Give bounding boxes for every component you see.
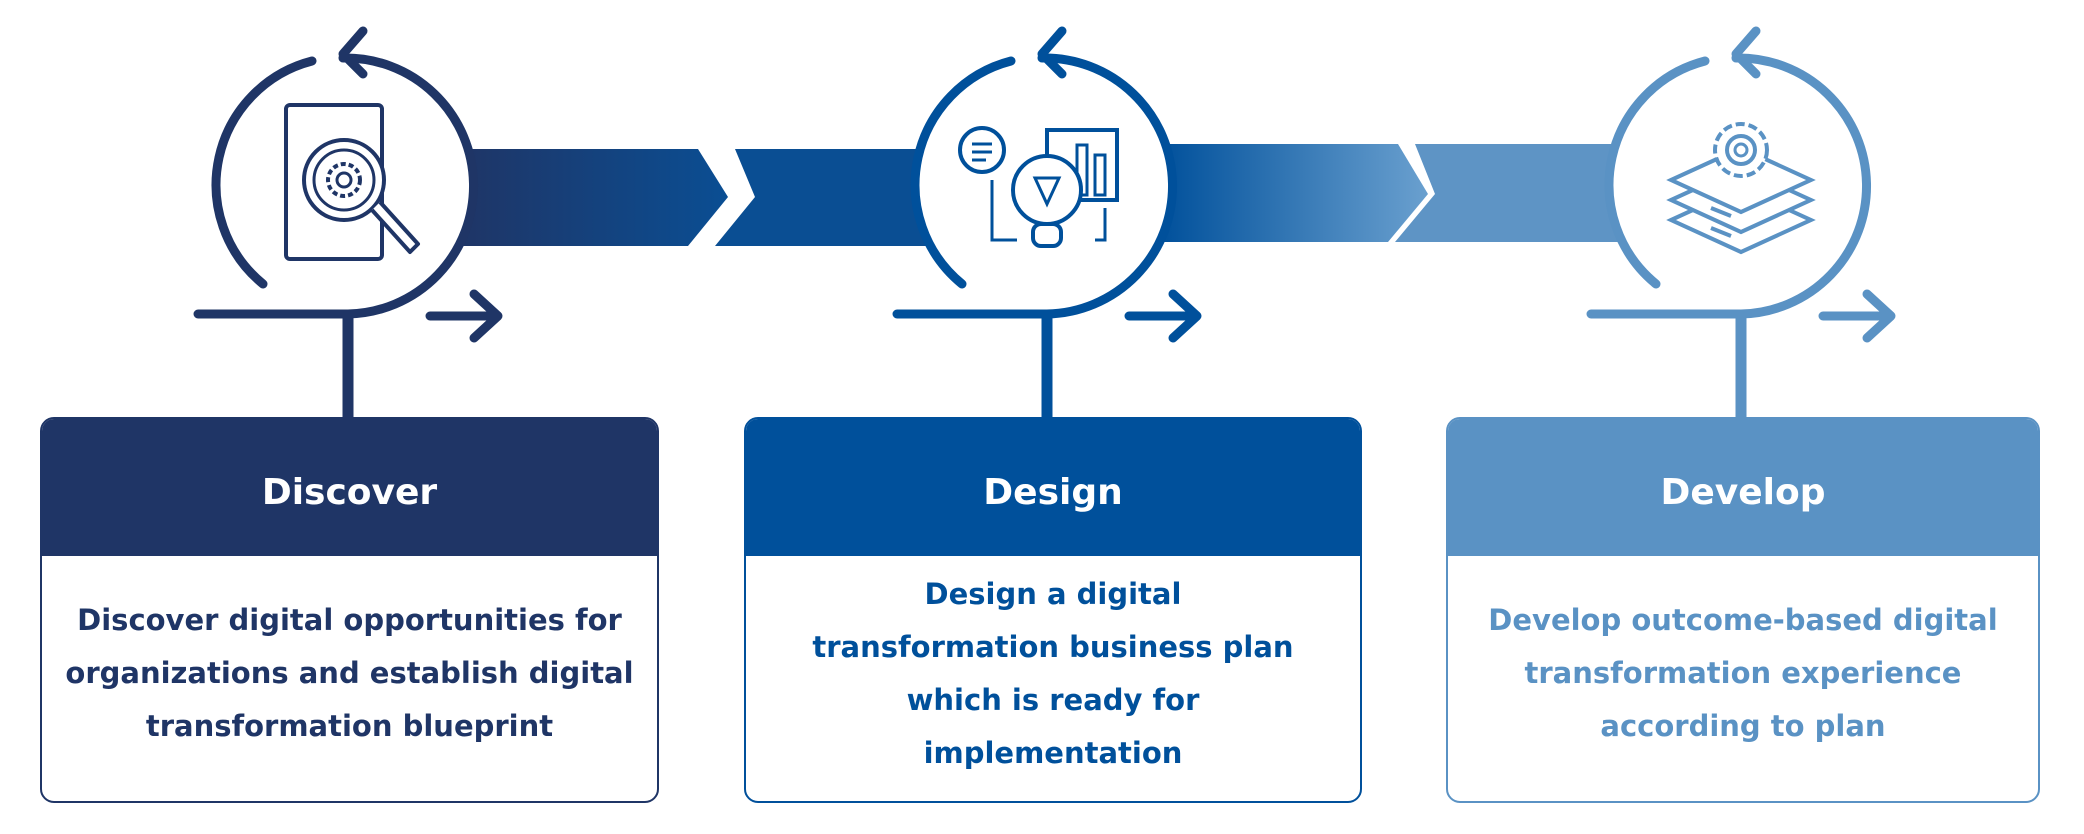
cycle-arc-right (892, 53, 1178, 319)
cycle-arc-left (1604, 56, 1710, 289)
arrow-left-icon (1731, 26, 1761, 79)
stage-title: Design (746, 419, 1360, 556)
arrow-right-icon (1818, 289, 1896, 343)
document-search-gear-icon (284, 103, 420, 261)
arrow-right-icon (1124, 289, 1202, 343)
stage-card-develop: Develop Develop outcome-based digital tr… (1446, 417, 2040, 803)
cycle-develop (1586, 26, 1896, 420)
cycle-arc-right (1586, 53, 1872, 319)
arrow-left-icon (338, 26, 368, 79)
idea-bulb-chart-icon (958, 126, 1119, 248)
cycle-discover (193, 26, 503, 420)
stage-description: Develop outcome-based digital transforma… (1488, 603, 1998, 743)
connector-band-2 (1160, 144, 1640, 242)
connector-band-1 (460, 149, 960, 246)
cycle-arc-right (193, 53, 479, 319)
cycle-arc-left (910, 56, 1016, 289)
cycle-arc-left (211, 56, 317, 289)
stage-description: Design a digital transformation business… (812, 576, 1294, 770)
stage-title: Develop (1448, 419, 2038, 556)
arrow-right-icon (425, 289, 503, 343)
gear-layers-icon (1666, 122, 1816, 255)
arrow-left-icon (1037, 26, 1067, 79)
stage-card-design: Design Design a digital transformation b… (744, 417, 1362, 803)
stage-title: Discover (42, 419, 657, 556)
cycle-design (892, 26, 1202, 420)
stage-description: Discover digital opportunities for organ… (65, 603, 634, 743)
stage-card-discover: Discover Discover digital opportunities … (40, 417, 659, 803)
